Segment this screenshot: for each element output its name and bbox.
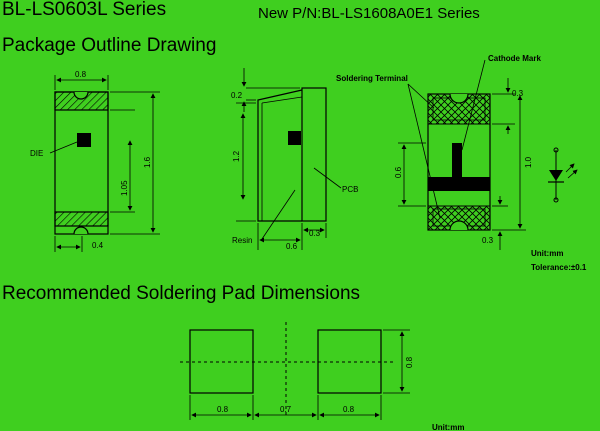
side-height-dim: 1.2 bbox=[232, 150, 241, 162]
emission-arrow-icon bbox=[565, 163, 575, 173]
pcb-substrate bbox=[301, 87, 327, 222]
top-view: DIE 0.8 1.6 1.05 0.4 bbox=[30, 70, 160, 252]
resin-outline bbox=[257, 89, 303, 222]
top-notch bbox=[73, 91, 89, 100]
pad-left-width-dim: 0.8 bbox=[217, 405, 229, 414]
bottom-top-dim: 0.3 bbox=[512, 89, 524, 98]
cathode-mark-label: Cathode Mark bbox=[488, 54, 541, 63]
bottom-bottom-dim: 0.3 bbox=[482, 236, 494, 245]
pad-height-dim: 0.8 bbox=[405, 356, 414, 368]
side-view: 0.2 1.2 0.6 0.3 PCB Resin bbox=[231, 68, 358, 251]
pad-right-width-dim: 0.8 bbox=[343, 405, 355, 414]
bottom-notch bbox=[73, 226, 89, 235]
top-inner-dim: 1.05 bbox=[120, 180, 129, 196]
pcb-label: PCB bbox=[342, 185, 358, 194]
bottom-terminal bbox=[54, 211, 109, 227]
resin-label: Resin bbox=[232, 236, 252, 245]
top-height-dim: 1.6 bbox=[143, 156, 152, 168]
bottom-view: Soldering Terminal Cathode Mark 0.3 1.0 … bbox=[336, 54, 541, 250]
new-part-number: New P/N:BL-LS1608A0E1 Series bbox=[258, 5, 480, 22]
led-symbol bbox=[548, 147, 578, 203]
cathode-mark-bar bbox=[428, 177, 490, 191]
cathode-mark-stem bbox=[452, 143, 462, 177]
side-bottom-dim: 0.6 bbox=[286, 242, 298, 251]
pad-unit-label: Unit:mm bbox=[432, 423, 464, 431]
led-diode-icon bbox=[549, 170, 563, 181]
die-square bbox=[77, 133, 91, 147]
package-outline-heading: Package Outline Drawing bbox=[2, 35, 217, 56]
die-leader bbox=[49, 141, 78, 154]
unit-label: Unit:mm bbox=[531, 249, 563, 258]
bottom-inner-dim: 0.6 bbox=[394, 166, 403, 178]
top-bottom-dim: 0.4 bbox=[92, 241, 104, 250]
side-die bbox=[288, 131, 301, 145]
die-label: DIE bbox=[30, 149, 43, 158]
bottom-height-dim: 1.0 bbox=[524, 156, 533, 168]
tolerance-label: Tolerance:±0.1 bbox=[531, 263, 587, 272]
side-pcb-dim: 0.3 bbox=[309, 229, 321, 238]
emission-arrow-icon bbox=[567, 169, 578, 179]
soldering-terminal-label: Soldering Terminal bbox=[336, 74, 408, 83]
top-terminal bbox=[54, 91, 109, 111]
pad-gap-dim: 0.7 bbox=[280, 405, 292, 414]
top-width-dim: 0.8 bbox=[75, 70, 87, 79]
soldering-pad-view: 0.8 0.7 0.8 0.8 Unit:mm bbox=[180, 322, 464, 431]
series-title: BL-LS0603L Series bbox=[2, 0, 167, 20]
side-top-dim: 0.2 bbox=[231, 91, 243, 100]
soldering-pad-heading: Recommended Soldering Pad Dimensions bbox=[2, 283, 361, 304]
